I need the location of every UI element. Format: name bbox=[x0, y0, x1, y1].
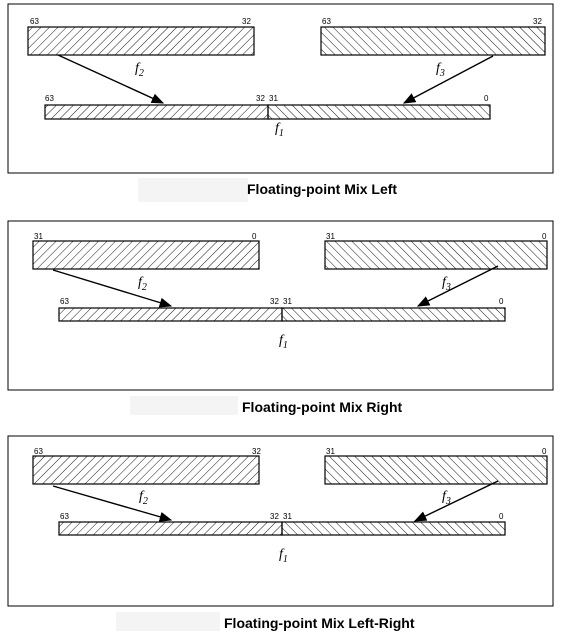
f1-high-half bbox=[44, 104, 269, 120]
f3-register-box bbox=[324, 240, 548, 270]
panel-mix-left: 63 32 f2 63 32 f3 63 32 31 0 f1 bbox=[7, 3, 554, 174]
f2-bit-high: 31 bbox=[34, 232, 43, 241]
arrow-f2-to-f1-high bbox=[52, 269, 173, 308]
f2-bit-high: 63 bbox=[30, 17, 39, 26]
f3-label: f3 bbox=[442, 489, 451, 507]
source-register-f3: 31 0 f3 bbox=[324, 232, 548, 293]
f1-bit-0: 0 bbox=[484, 94, 489, 103]
f1-label: f1 bbox=[275, 121, 284, 139]
f1-high-half bbox=[58, 307, 283, 322]
f3-bit-high: 31 bbox=[326, 232, 335, 241]
dest-register-f1: 63 32 31 0 f1 bbox=[44, 94, 491, 139]
f1-label: f1 bbox=[279, 547, 288, 565]
arrow-f3-to-f1-low bbox=[402, 55, 494, 104]
f3-bit-low: 0 bbox=[542, 232, 547, 241]
f2-label: f2 bbox=[139, 489, 148, 507]
f1-bit-63: 63 bbox=[60, 297, 69, 306]
f1-bit-32: 32 bbox=[256, 94, 265, 103]
f2-register-box bbox=[32, 240, 260, 270]
source-register-f3: 31 0 f3 bbox=[324, 447, 548, 507]
f3-bit-high: 31 bbox=[326, 447, 335, 456]
panel-mix-right: 31 0 f2 31 0 f3 63 32 31 0 f1 bbox=[7, 220, 554, 391]
panel-mix-left-right: 63 32 f2 31 0 f3 63 32 31 0 f1 bbox=[7, 435, 554, 607]
f1-low-half bbox=[281, 521, 506, 536]
f1-bit-31: 31 bbox=[283, 297, 292, 306]
f3-bit-low: 32 bbox=[533, 17, 542, 26]
arrow-f3-to-f1-low bbox=[413, 480, 499, 522]
dest-register-f1: 63 32 31 0 f1 bbox=[58, 512, 506, 565]
f1-low-half bbox=[267, 104, 491, 120]
f3-register-box bbox=[320, 26, 546, 56]
source-register-f3: 63 32 f3 bbox=[320, 17, 546, 79]
caption-mix-left: Floating-point Mix Left bbox=[247, 181, 397, 197]
arrow-f2-to-f1-high bbox=[52, 485, 173, 522]
caption-highlight bbox=[130, 396, 238, 415]
f2-bit-high: 63 bbox=[34, 447, 43, 456]
f3-bit-low: 0 bbox=[542, 447, 547, 456]
caption-highlight bbox=[138, 178, 248, 202]
f1-bit-0: 0 bbox=[499, 297, 504, 306]
dest-register-f1: 63 32 31 0 f1 bbox=[58, 297, 506, 351]
f3-register-box bbox=[324, 455, 548, 485]
f3-label: f3 bbox=[442, 275, 451, 293]
f1-bit-31: 31 bbox=[269, 94, 278, 103]
f3-bit-high: 63 bbox=[322, 17, 331, 26]
f1-bit-0: 0 bbox=[499, 512, 504, 521]
f2-register-box bbox=[32, 455, 260, 485]
f1-low-half bbox=[281, 307, 506, 322]
caption-mix-right: Floating-point Mix Right bbox=[242, 399, 403, 415]
source-register-f2: 63 32 f2 bbox=[32, 447, 261, 507]
f2-label: f2 bbox=[135, 61, 144, 79]
f1-bit-32: 32 bbox=[270, 297, 279, 306]
f2-register-box bbox=[27, 26, 255, 56]
f2-bit-low: 0 bbox=[252, 232, 257, 241]
caption-highlight bbox=[116, 612, 220, 631]
f1-bit-63: 63 bbox=[45, 94, 54, 103]
f1-bit-31: 31 bbox=[283, 512, 292, 521]
f3-label: f3 bbox=[436, 61, 445, 79]
arrow-f2-to-f1-high bbox=[57, 54, 165, 104]
caption-mix-left-right: Floating-point Mix Left-Right bbox=[224, 615, 415, 631]
f1-label: f1 bbox=[279, 333, 288, 351]
f1-bit-32: 32 bbox=[270, 512, 279, 521]
f1-high-half bbox=[58, 521, 283, 536]
source-register-f2: 31 0 f2 bbox=[32, 232, 260, 293]
f2-label: f2 bbox=[138, 275, 147, 293]
source-register-f2: 63 32 f2 bbox=[27, 17, 255, 79]
arrow-f3-to-f1-low bbox=[416, 265, 499, 307]
f1-bit-63: 63 bbox=[60, 512, 69, 521]
f2-bit-low: 32 bbox=[242, 17, 251, 26]
f2-bit-low: 32 bbox=[252, 447, 261, 456]
